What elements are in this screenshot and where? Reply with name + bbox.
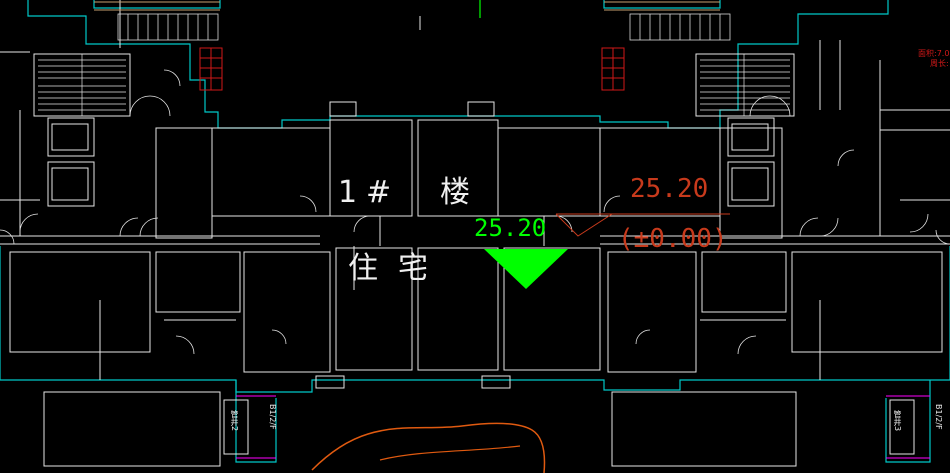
terrain-contour-2 (379, 445, 521, 461)
elevation-marker-red (555, 213, 614, 237)
building-number: 1 (338, 175, 358, 210)
stair-treads (38, 54, 790, 116)
terrain-contour (311, 422, 546, 473)
building-use-char-1: 住 (348, 251, 378, 286)
elevation-relative-red: (±0.00) (618, 224, 728, 254)
building-use-char-2: 宅 (398, 251, 428, 286)
area-note-line-2: 周长: (930, 59, 949, 68)
shaft-left-label: 管井2 (230, 410, 239, 432)
building-number-sign: # (366, 175, 392, 210)
area-note-line-1: 面积:7.0 (918, 49, 950, 58)
door-swings (0, 69, 950, 355)
building-label: 楼 (440, 175, 470, 210)
shaft-markers (223, 395, 930, 459)
building-outline (0, 0, 950, 463)
elevation-marker-green (484, 249, 568, 289)
elevation-value-red: 25.20 (630, 174, 709, 204)
facade-bands (94, 1, 720, 11)
shaft-right-label: 管井3 (893, 410, 902, 432)
elevation-value-green: 25.20 (474, 214, 547, 242)
top-window-grids (117, 13, 731, 41)
shaft-right-side: B1/2/F (934, 404, 943, 430)
red-unit-blocks (199, 47, 625, 91)
shaft-left-side: B1/2/F (268, 404, 277, 430)
